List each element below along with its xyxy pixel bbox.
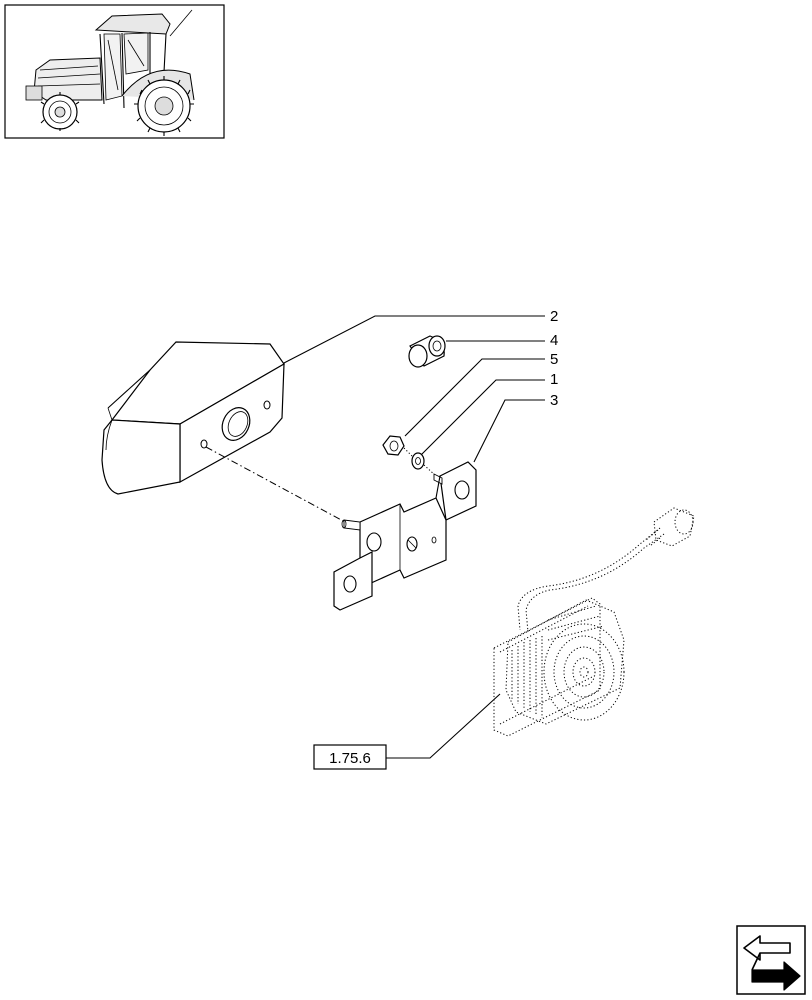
next-page-arrow-icon[interactable] (736, 925, 806, 995)
callout-1: 1 (550, 371, 558, 388)
grommet (408, 335, 446, 368)
lamp-housing (101, 341, 285, 495)
bracket (333, 461, 477, 611)
reference-label: 1.75.6 (329, 750, 371, 767)
callout-leaders (281, 315, 545, 759)
reference-box[interactable] (313, 744, 387, 770)
tractor-thumbnail (4, 4, 225, 139)
callout-2: 2 (550, 308, 558, 325)
callout-4: 4 (550, 332, 558, 349)
alignment-line (205, 446, 346, 523)
reference-callout[interactable]: 1.75.6 (313, 744, 387, 770)
callout-5: 5 (550, 351, 558, 368)
washer (411, 452, 437, 477)
callout-3: 3 (550, 392, 558, 409)
callout-labels: 2 4 5 1 3 (550, 308, 558, 409)
lamp-assembly (493, 507, 695, 737)
nut (382, 435, 413, 457)
